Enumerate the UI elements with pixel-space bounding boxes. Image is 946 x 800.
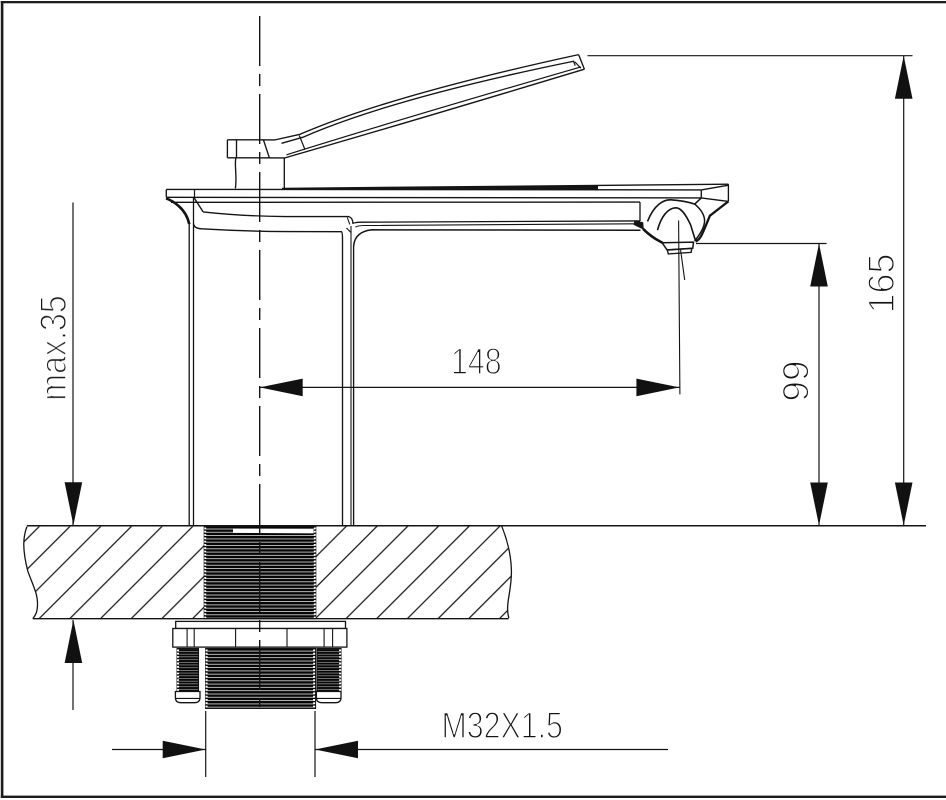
svg-text:99: 99 [776,360,817,401]
svg-text:max.35: max.35 [34,295,75,401]
svg-text:148: 148 [451,341,502,383]
svg-text:M32X1.5: M32X1.5 [441,705,562,747]
svg-text:165: 165 [861,254,903,314]
